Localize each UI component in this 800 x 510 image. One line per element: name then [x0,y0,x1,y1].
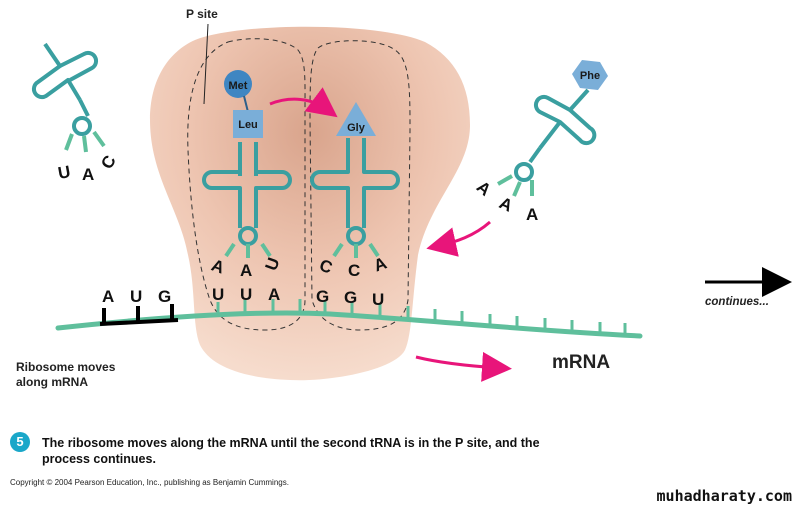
a-trna-anticodon-1: C [317,255,335,277]
start-codon-marker [99,304,179,326]
leu-label: Leu [238,119,258,131]
step-badge: 5 [10,432,30,452]
p-codon-2: U [240,285,252,304]
trna-incoming [514,88,597,182]
met-leu-bond [243,95,249,113]
met-label: Met [229,80,248,92]
start-codon-1: A [102,287,114,306]
trna-p-site-anticodon-stems [224,242,272,258]
exiting-anticodon-3: C [97,152,120,172]
phe-label: Phe [580,70,600,82]
trna-exiting [31,42,99,136]
start-codon-2: U [130,287,142,306]
trna-a-site-anticodon-stems [332,242,380,258]
phe-amino-acid [572,60,608,90]
ribosome [150,26,470,381]
caption-line-2: process continues. [42,452,156,466]
gly-label: Gly [347,122,366,134]
ribosome-moves-line-2: along mRNA [16,375,88,389]
copyright-notice: Copyright © 2004 Pearson Education, Inc.… [10,478,289,487]
p-site-label: P site [186,7,218,21]
continues-label: continues... [705,296,769,308]
trna-entry-arrow [426,220,491,257]
a-codon-3: U [372,290,384,309]
peptide-transfer-arrow [269,87,338,118]
mrna-ticks [216,299,627,335]
a-codon-2: G [344,288,357,307]
start-codon-3: G [158,287,171,306]
incoming-anticodon-3: A [526,205,538,224]
caption-line-1: The ribosome moves along the mRNA until … [42,436,540,450]
a-trna-anticodon-3: A [371,253,389,275]
met-amino-acid [224,70,252,98]
leu-amino-acid [233,110,263,138]
ribosome-movement-arrow [415,351,512,382]
p-trna-anticodon-3: U [261,255,283,273]
p-site-pointer [203,23,209,105]
p-trna-anticodon-2: A [240,261,252,280]
exiting-anticodon-1: U [57,162,72,183]
exiting-anticodon-2: A [82,165,94,184]
trna-p-site [202,142,292,246]
a-codon-1: G [316,287,329,306]
mrna-label: mRNA [552,352,611,373]
p-trna-anticodon-1: A [209,255,227,277]
ribosome-moves-line-1: Ribosome moves [16,360,116,374]
trna-incoming-anticodon-stems [497,174,534,197]
a-trna-anticodon-2: C [348,261,360,280]
gly-amino-acid [336,102,376,136]
p-site-outline [187,38,306,331]
incoming-anticodon-1: A [473,177,495,199]
p-codon-3: A [268,285,280,304]
caption-text: The ribosome moves along the mRNA until … [42,435,642,467]
ribosome-moves-label: Ribosome moves along mRNA [16,360,115,390]
mrna-strand [55,310,643,339]
trna-exiting-anticodon-stems [64,130,106,153]
watermark: muhadharaty.com [656,487,792,505]
p-codon-1: U [212,285,224,304]
incoming-anticodon-2: A [496,193,515,215]
